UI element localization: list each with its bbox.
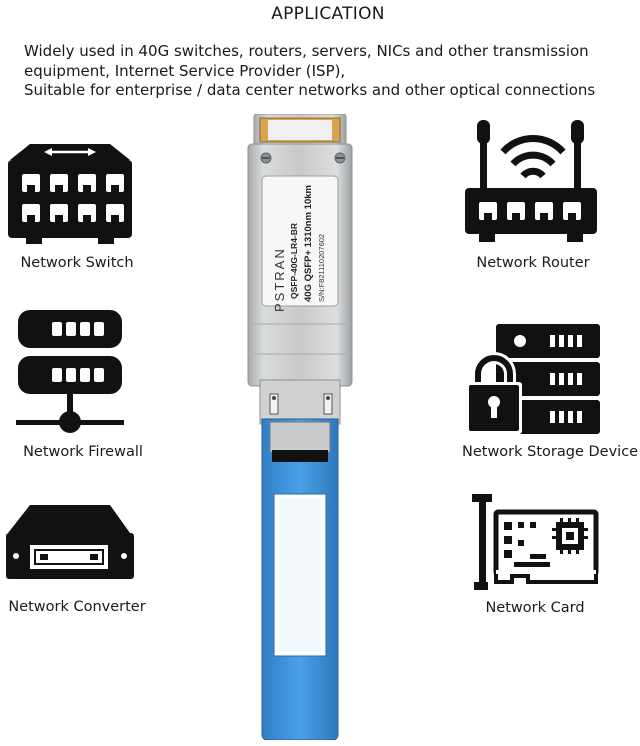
network-switch-item bbox=[6, 142, 134, 246]
network-converter-item bbox=[4, 503, 140, 583]
network-switch-label: Network Switch bbox=[20, 255, 134, 271]
network-firewall-icon bbox=[16, 310, 124, 433]
network-storage-item bbox=[466, 322, 602, 440]
brand-logo-text: PSTRAN bbox=[272, 247, 287, 312]
network-converter-icon bbox=[6, 505, 134, 579]
description: Widely used in 40G switches, routers, se… bbox=[24, 42, 634, 101]
qsfp-transceiver: PSTRAN QSFP-40G-LR4-BR 40G QSFP+ 1310nm … bbox=[240, 113, 360, 744]
network-router-icon bbox=[465, 120, 597, 242]
spec-text: 40G QSFP+ 1310nm 10km bbox=[303, 185, 314, 302]
description-line: equipment, Internet Service Provider (IS… bbox=[24, 61, 346, 80]
network-router-item bbox=[463, 118, 603, 250]
serial-text: S/N:F821110207602 bbox=[317, 234, 326, 302]
part-number-text: QSFP-40G-LR4-BR bbox=[289, 223, 299, 299]
network-card-icon bbox=[472, 494, 599, 590]
network-card-item bbox=[470, 492, 600, 592]
description-line: Widely used in 40G switches, routers, se… bbox=[24, 42, 589, 60]
network-switch-icon bbox=[8, 144, 132, 244]
description-line: Suitable for enterprise / data center ne… bbox=[24, 81, 596, 99]
network-storage-label: Network Storage Device bbox=[462, 444, 639, 460]
network-converter-label: Network Converter bbox=[8, 599, 146, 615]
page-title: APPLICATION bbox=[271, 4, 385, 24]
network-router-label: Network Router bbox=[476, 255, 590, 271]
network-storage-icon bbox=[466, 324, 600, 434]
network-firewall-item bbox=[16, 308, 128, 442]
network-firewall-label: Network Firewall bbox=[23, 444, 143, 460]
network-card-label: Network Card bbox=[485, 600, 585, 616]
